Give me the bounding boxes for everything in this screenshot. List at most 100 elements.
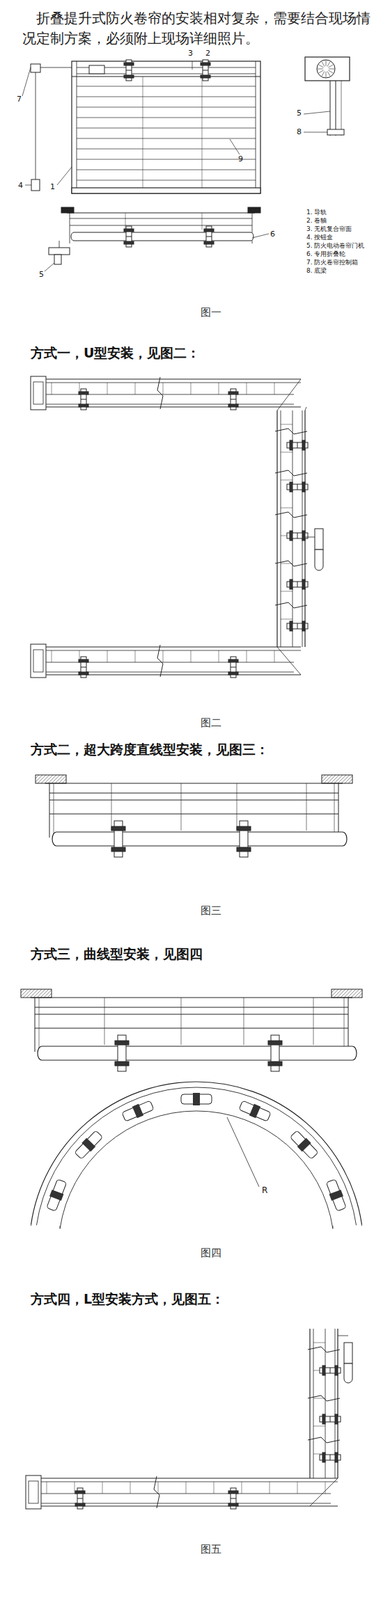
drawing-line — [321, 775, 329, 783]
drawing-line — [230, 1500, 237, 1501]
callout-number: 4 — [18, 181, 23, 191]
drawing-path — [52, 832, 347, 847]
drawing-line — [323, 775, 333, 785]
roller — [181, 1094, 212, 1107]
drawing-line — [201, 213, 203, 230]
drawing-line — [280, 452, 293, 454]
section-heading: 方式四，L型安装方式，见图五： — [30, 1292, 225, 1309]
drawing-line — [313, 1427, 326, 1429]
part-list-item: 1. 导轨 — [306, 208, 327, 217]
drawing-line — [76, 149, 256, 150]
callout-number: 7 — [16, 94, 22, 104]
drawing-line — [328, 68, 335, 70]
drawing-line — [280, 410, 282, 648]
drawing-line — [330, 1369, 331, 1375]
callout-number: 3 — [188, 48, 193, 58]
drawing-line — [332, 1227, 333, 1230]
drawing-path — [36, 1088, 356, 1227]
drawing-line — [208, 61, 210, 67]
drawing-line — [334, 775, 343, 785]
callout-number: 5 — [296, 108, 302, 118]
drawing-path — [314, 550, 324, 572]
drawing-line — [25, 1507, 338, 1508]
drawing-rect — [228, 672, 239, 676]
drawing-line — [327, 71, 331, 76]
drawing-line — [276, 410, 278, 648]
drawing-line — [107, 383, 108, 395]
drawing-line — [51, 651, 53, 663]
drawing-rect — [228, 404, 239, 408]
part-list-item: 2. 卷轴 — [306, 217, 327, 225]
drawing-path — [275, 470, 308, 477]
drawing-rect — [33, 650, 44, 673]
drawing-line — [41, 775, 50, 785]
drawing-rect — [302, 482, 306, 493]
drawing-line — [313, 1344, 326, 1345]
drawing-line — [26, 990, 35, 999]
drawing-line — [309, 1479, 338, 1508]
drawing-path — [307, 1397, 340, 1403]
drawing-rect — [289, 440, 293, 451]
drawing-line — [34, 1029, 349, 1031]
drawing-line — [53, 784, 55, 839]
drawing-line — [341, 775, 350, 785]
drawing-line — [55, 775, 64, 785]
drawing-rect — [78, 672, 89, 676]
drawing-path — [344, 1365, 353, 1385]
drawing-line — [313, 998, 315, 1047]
drawing-line — [49, 793, 339, 795]
drawing-rect — [54, 254, 62, 265]
part-list-item: 4. 按钮盒 — [306, 234, 333, 242]
drawing-line — [192, 61, 193, 70]
drawing-line — [337, 775, 347, 785]
drawing-rect — [302, 621, 306, 632]
part-list-item: 5. 防火电动卷帘门机 — [306, 242, 365, 251]
drawing-line — [34, 1015, 349, 1017]
drawing-line — [69, 213, 71, 244]
drawing-line — [135, 651, 136, 663]
drawing-line — [230, 667, 237, 669]
drawing-line — [30, 383, 301, 384]
drawing-line — [252, 234, 269, 239]
drawing-path — [307, 1348, 340, 1354]
drawing-line — [46, 1483, 48, 1496]
drawing-line — [328, 64, 333, 68]
drawing-line — [202, 70, 209, 72]
drawing-line — [25, 1479, 338, 1480]
drawing-rect — [322, 1367, 326, 1377]
drawing-line — [321, 775, 326, 780]
drawing-line — [125, 213, 127, 230]
drawing-line — [30, 997, 353, 999]
figure-caption: 图四 — [200, 1248, 222, 1261]
drawing-rect — [75, 1504, 85, 1508]
callout-number: 9 — [238, 154, 244, 164]
drawing-line — [269, 1483, 271, 1496]
drawing-rect — [78, 404, 89, 408]
drawing-line — [76, 107, 256, 108]
drawing-rect — [78, 392, 89, 395]
drawing-rect — [78, 660, 89, 663]
drawing-rect — [31, 179, 40, 191]
drawing-path — [31, 1082, 363, 1226]
drawing-line — [318, 70, 324, 74]
drawing-line — [49, 800, 339, 802]
drawing-line — [76, 169, 256, 171]
drawing-line — [344, 998, 345, 1053]
drawing-line — [71, 76, 261, 78]
drawing-rect — [344, 1344, 353, 1365]
drawing-rect — [334, 1454, 338, 1464]
drawing-rect — [71, 188, 261, 194]
drawing-rect — [302, 440, 306, 451]
drawing-line — [348, 998, 349, 1053]
drawing-line — [306, 784, 308, 832]
drawing-line — [344, 990, 353, 999]
drawing-line — [36, 990, 46, 999]
drawing-rect — [314, 529, 324, 551]
callout-number: 8 — [296, 127, 302, 137]
drawing-rect — [30, 64, 41, 73]
roller — [289, 1131, 320, 1162]
drawing-line — [255, 61, 257, 194]
drawing-line — [20, 990, 25, 994]
drawing-rect — [268, 1062, 283, 1067]
drawing-rect — [322, 1454, 326, 1464]
